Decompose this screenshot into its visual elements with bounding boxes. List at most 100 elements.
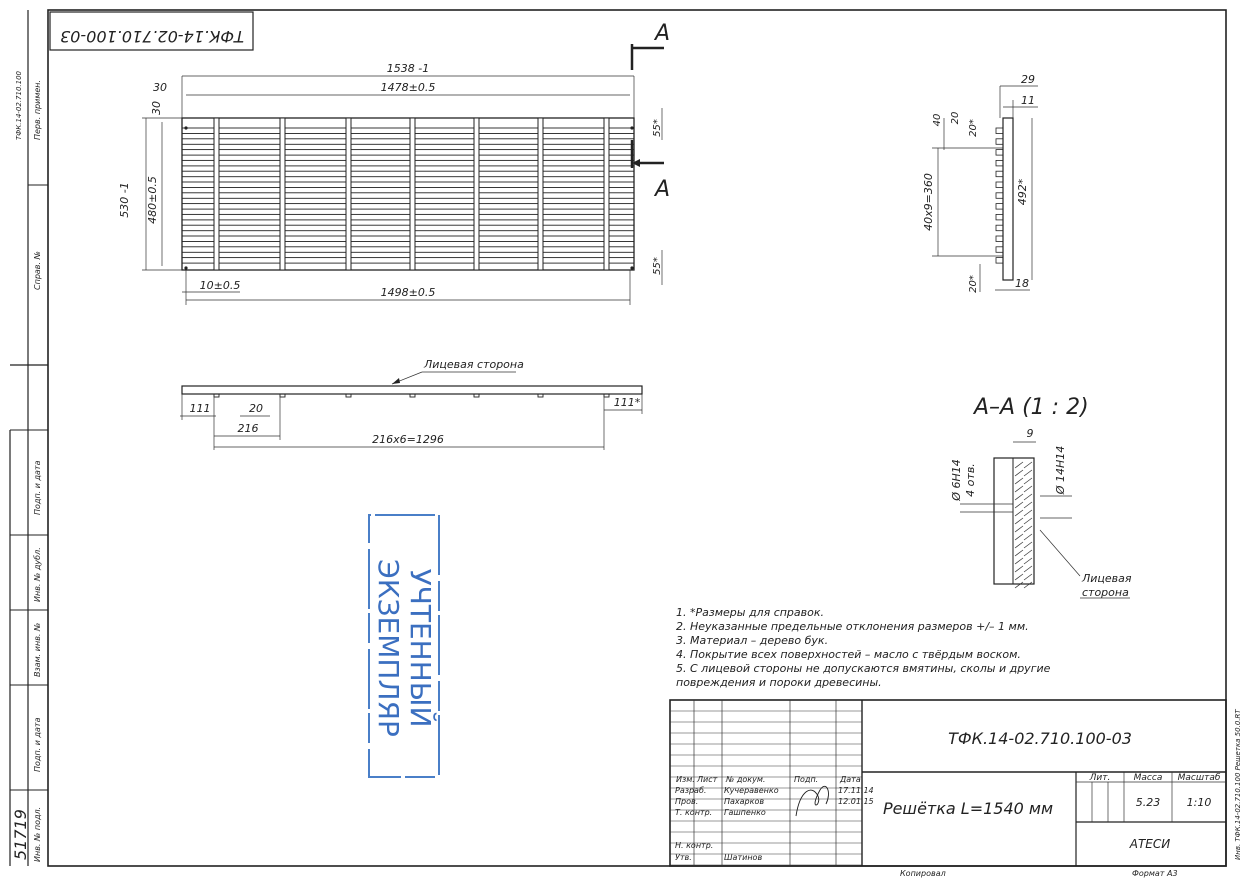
- hatch-line: [1023, 581, 1033, 589]
- section-face-label-1: Лицевая: [1081, 572, 1132, 585]
- dim-right-top: 55*: [652, 119, 663, 137]
- notch: [409, 393, 416, 398]
- dim-height-outer: 530 -1: [118, 182, 131, 217]
- margin-label: ТФК.14-02.710.100: [15, 70, 23, 140]
- hatch-line: [1023, 557, 1033, 565]
- mass-value: 5.23: [1136, 796, 1161, 809]
- slat-profile: [995, 159, 1004, 167]
- hatch-line: [1014, 541, 1024, 549]
- company: АТЕСИ: [1129, 837, 1171, 851]
- hatch-line: [1023, 477, 1033, 485]
- dim-section-width: 9: [1027, 427, 1034, 440]
- hatch-line: [1023, 461, 1033, 469]
- dim-right-bottom: 55*: [652, 257, 663, 275]
- slat: [181, 257, 635, 264]
- note-line: 4. Покрытие всех поверхностей – масло с …: [676, 648, 1021, 661]
- dim-top-left-x: 30: [153, 81, 167, 94]
- dim-inner: 1478±0.5: [381, 81, 436, 94]
- slat-profile: [995, 203, 1004, 210]
- hatch-line: [1023, 493, 1033, 501]
- margin-label: Инв. № дубл.: [33, 547, 42, 602]
- hatch-line: [1014, 557, 1024, 565]
- slat: [181, 127, 635, 134]
- dim-hole-large: Ø 14Н14: [1054, 446, 1067, 495]
- note-line: 1. *Размеры для справок.: [676, 606, 824, 619]
- slat: [181, 138, 635, 145]
- controlled-copy-stamp: УЧТЕННЫЙ ЭКЗЕМПЛЯР: [368, 514, 440, 778]
- margin-label: Взам. инв. №: [33, 623, 42, 677]
- slat-profile: [995, 181, 1004, 188]
- dim-bottom: 20*: [968, 275, 979, 293]
- slat: [181, 181, 635, 188]
- slat-profile: [995, 257, 1004, 264]
- slat-profile: [995, 213, 1004, 221]
- slat: [181, 203, 635, 210]
- hatch-line: [1014, 533, 1024, 541]
- slat-profile: [995, 192, 1004, 199]
- corner-hole: [184, 266, 188, 270]
- slat-profile: [995, 170, 1004, 178]
- left-margin: Перв. примен. ТФК.14-02.710.100 Справ. №…: [9, 10, 48, 866]
- note-line: 3. Материал – дерево бук.: [676, 634, 828, 647]
- scale-value: 1:10: [1187, 796, 1212, 809]
- dim-d40: 40: [932, 114, 943, 127]
- dim-hole-small: Ø 6Н14: [950, 459, 963, 501]
- dim-pitch: 216: [238, 422, 259, 435]
- hatch-line: [1014, 501, 1024, 509]
- slat: [181, 192, 635, 199]
- hatch-line: [1023, 549, 1033, 557]
- slat: [181, 213, 635, 221]
- hatch-line: [1014, 477, 1024, 485]
- hatch-line: [1023, 469, 1033, 477]
- slat-profile: [995, 224, 1004, 232]
- hatch-line: [1014, 549, 1024, 557]
- note-line: 5. С лицевой стороны не допускаются вмят…: [676, 662, 1051, 675]
- top-stamp-box: [49, 11, 254, 51]
- vertical-bar: [345, 117, 352, 271]
- side-view: 29 11 40 20 20* 40x9=360 492* 20* 18: [922, 73, 1038, 293]
- signature: [795, 785, 829, 817]
- stamp-text: УЧТЕННЫЙ: [404, 569, 438, 728]
- notch: [537, 393, 544, 398]
- hdr-doc: № докум.: [725, 775, 765, 784]
- date-2: 12.01.15: [838, 797, 874, 806]
- top-view: 111 20 216 216x6=1296 111* Лицевая сторо…: [180, 358, 643, 450]
- copied-label: Копировал: [900, 869, 946, 878]
- slat-profile: [995, 149, 1004, 156]
- section-face-label-2: сторона: [1082, 586, 1129, 599]
- slat: [181, 235, 635, 242]
- title-block: ТФК.14-02.710.100-03 Решётка L=1540 мм Л…: [669, 699, 1242, 878]
- hatch-line: [1023, 509, 1033, 517]
- role: Н. контр.: [675, 841, 713, 850]
- hatch-line: [1014, 461, 1024, 469]
- col-scale: Масштаб: [1178, 773, 1221, 783]
- hatch-line: [1023, 525, 1033, 533]
- hdr-izm: Изм.: [676, 775, 695, 784]
- hatch-line: [1023, 573, 1033, 581]
- designation: ТФК.14-02.710.100-03: [948, 729, 1132, 748]
- margin-label: Подп. и дата: [33, 460, 42, 515]
- hatch-line: [1023, 541, 1033, 549]
- dim-top-left-y: 30: [150, 101, 163, 115]
- hatch-line: [1014, 493, 1024, 501]
- margin-label: Инв. № подл.: [33, 807, 42, 862]
- hatch-line: [1023, 485, 1033, 493]
- hatch-line: [1014, 525, 1024, 533]
- slat-profile: [995, 235, 1004, 242]
- margin-label: Справ. №: [33, 251, 42, 290]
- section-label-top: А: [653, 21, 670, 46]
- hatch-line: [1014, 517, 1024, 525]
- dim-bottom: 1498±0.5: [381, 286, 436, 299]
- role: Т. контр.: [675, 808, 712, 817]
- part-name: Решётка L=1540 мм: [883, 799, 1053, 818]
- role: Разраб.: [675, 786, 706, 795]
- dim-pitch: 40x9=360: [922, 173, 935, 231]
- slat: [181, 170, 635, 178]
- dim-height: 492*: [1016, 178, 1029, 205]
- hatch-line: [1014, 565, 1024, 573]
- hatch-line: [1023, 533, 1033, 541]
- dim-overall: 1538 -1: [387, 62, 429, 75]
- dim-flange: 11: [1021, 94, 1035, 107]
- person: Шатинов: [724, 853, 762, 862]
- dim-d20: 20: [950, 112, 961, 125]
